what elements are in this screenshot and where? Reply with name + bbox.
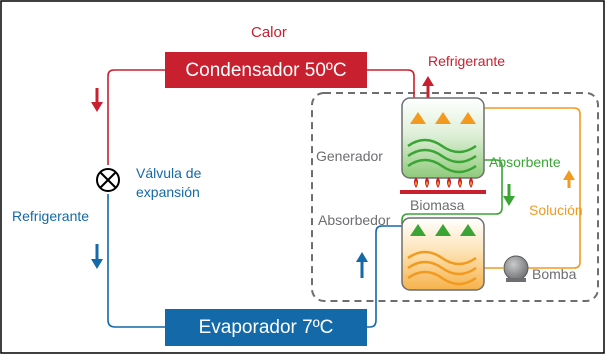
valve-label-line1: Válvula de	[136, 165, 202, 181]
absorber-label: Absorbedor	[318, 212, 391, 228]
valve-to-evaporator-line	[107, 194, 165, 328]
heat-label: Calor	[251, 24, 287, 41]
up-arrow-orange	[563, 170, 575, 180]
condenser-label: Condensador 50ºC	[185, 59, 347, 81]
condenser-box	[165, 52, 367, 88]
generator-label: Generador	[316, 148, 383, 164]
pump-label: Bomba	[532, 266, 577, 282]
generator-to-condenser-line	[367, 69, 415, 102]
up-arrow-blue	[356, 252, 368, 262]
absorber-vessel	[401, 217, 485, 291]
refrigerant-top-label: Refrigerante	[428, 53, 506, 69]
solution-label: Solución	[529, 202, 583, 218]
biomass-label: Biomasa	[410, 197, 465, 213]
evaporator-box	[165, 309, 367, 346]
generator-vessel	[401, 97, 485, 179]
up-arrow-red	[422, 76, 434, 86]
down-arrow-red	[91, 102, 103, 112]
condenser-to-valve-line	[107, 69, 165, 165]
down-arrow-blue	[91, 259, 103, 269]
absorbent-label: Absorbente	[489, 154, 561, 170]
biomass-burner	[400, 177, 486, 194]
refrigerant-left-label: Refrigerante	[12, 208, 90, 224]
absorption-unit-border	[311, 92, 599, 302]
valve-label-line2: expansión	[136, 184, 200, 200]
absorbent-line	[401, 159, 503, 224]
evaporator-to-absorber-line	[367, 225, 402, 328]
down-arrow-green	[503, 196, 515, 206]
solution-line	[484, 107, 581, 269]
evaporator-label: Evaporador 7ºC	[198, 317, 334, 338]
pump-icon	[503, 255, 529, 282]
